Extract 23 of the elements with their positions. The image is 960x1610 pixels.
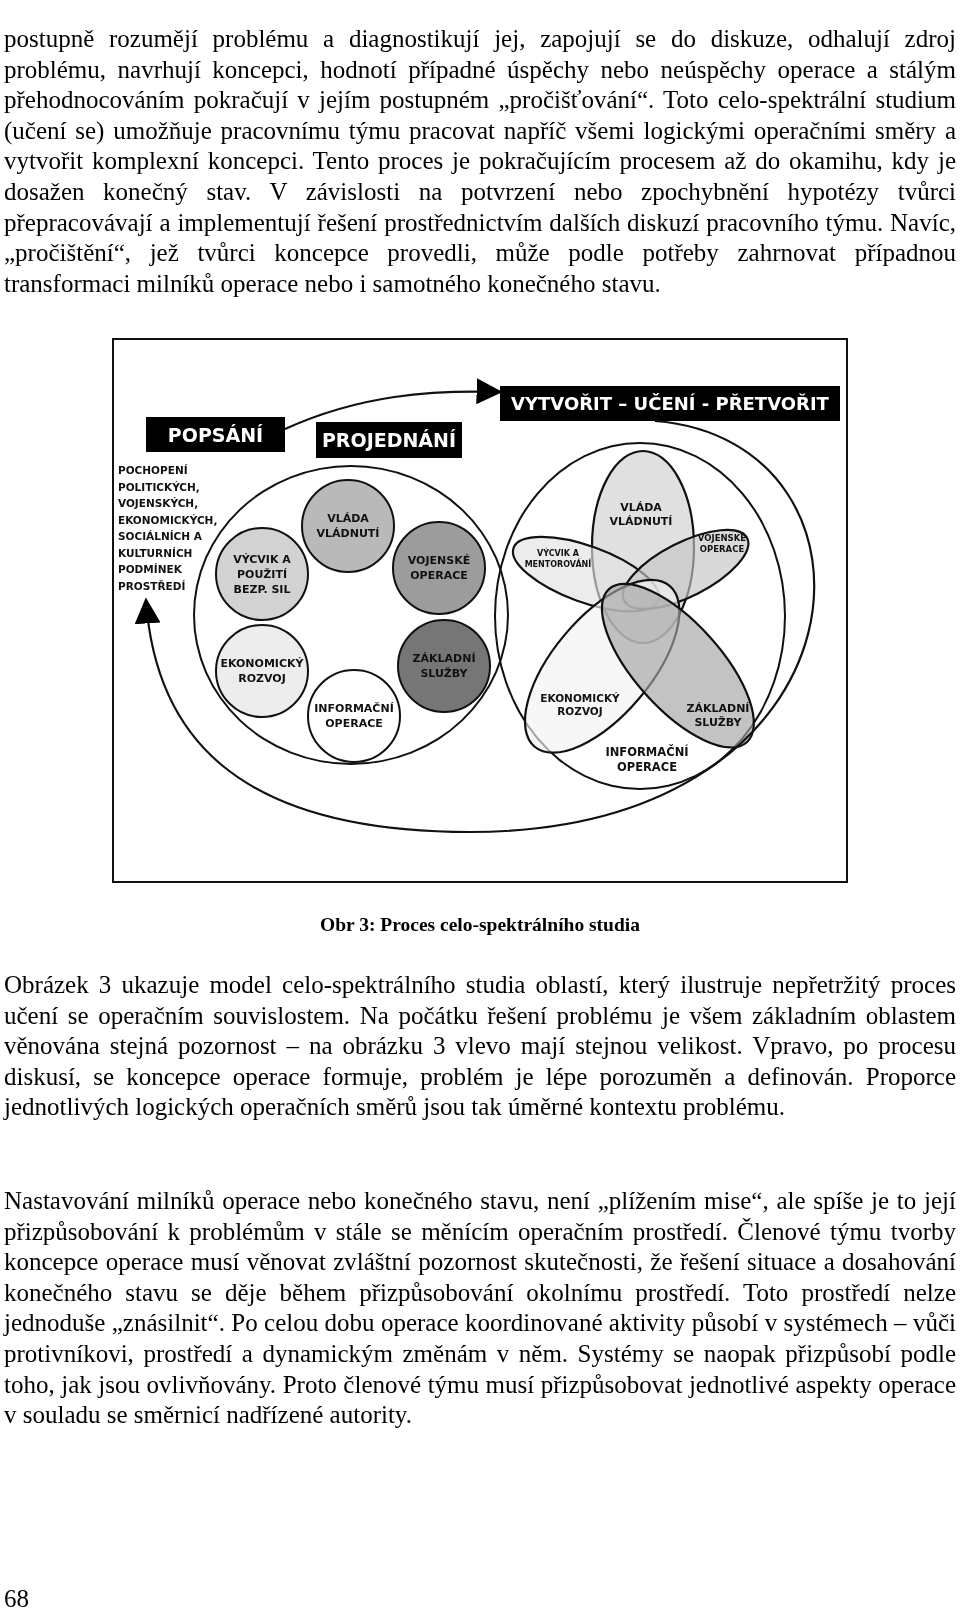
area-circle: ZÁKLADNÍ SLUŽBY <box>397 619 491 713</box>
petal-label: VLÁDA VLÁDNUTÍ <box>609 501 673 529</box>
heading-banner: VYTVOŘIT – UČENÍ - PŘETVOŘIT <box>500 386 840 421</box>
figure-caption: Obr 3: Proces celo-spektrálního studia <box>319 914 641 936</box>
petal-label: EKONOMICKÝ ROZVOJ <box>539 691 621 719</box>
body-paragraph: postupně rozumějí problému a diagnostikují jej, zapojují se do diskuze, odhalují zdroj problému, navrhují koncepci, hodnotí případné úspěchy nebo neúspěchy operace a stálým přehodnocováním pokračují v jejím postupném „pročišťování“. Toto celo-spektrální studium (učení se) umožňuje pracovnímu týmu pracovat napříč všemi logickými operačními směry a vytvořit komplexní koncepci. Tento proces je pokračujícím procesem až do okamihu, kdy je dosažen konečný stav. V závislosti na potvrzení nebo zpochybnění hypotézy tvůrci přepracovávají a implementují řešení prostřednictvím dalších diskuzí pracovního týmu. Navíc, „pročištění“, jež tvůrci koncepce provedli, může podle potřeby zahrnovat případnou transformaci milníků operace nebo i samotného konečného stavu. <box>4 24 956 299</box>
petal-label: VOJENSKÉ OPERACE <box>697 532 747 556</box>
area-circle: EKONOMICKÝ ROZVOJ <box>215 624 309 718</box>
body-paragraph: Obrázek 3 ukazuje model celo-spektrálního studia oblastí, který ilustruje nepřetržitý proces učení se operačním souvislostem. Na počátku řešení problému je všem základním oblastem věnována stejná pozornost – na obrázku 3 vlevo mají stejnou velikost. Vpravo, po procesu diskusí, se koncepce operace formuje, problém je lépe porozuměn a definován. Proporce jednotlivých logických operačních směrů jsou tak úměrné kontextu problému. <box>4 970 956 1123</box>
heading-banner: PROJEDNÁNÍ <box>316 422 462 458</box>
ellipse-label: INFORMAČNÍ OPERACE <box>604 745 690 775</box>
petal-label: VÝCVIK A MENTOROVÁNÍ <box>523 548 593 570</box>
area-circle: VOJENSKÉ OPERACE <box>392 521 486 615</box>
outer-ellipse <box>494 442 786 790</box>
body-paragraph: Nastavování milníků operace nebo konečného stavu, není „plížením mise“, ale spíše je to její přizpůsobování k problémům v stále se měnícím operačním prostředí. Členové týmu tvorby koncepce operace musí věnovat zvláštní pozornost skutečnosti, že řešení situace a dosahování konečného stavu se děje během přizpůsobování okolnímu prostředí. Toto prostředí nelze jednoduše „znásilnit“. Po celou dobu operace koordinované aktivity působí v systémech – vůči protivníkovi, prostředí a dynamickým změnám v něm. Systémy se naopak přizpůsobí podle toho, jak jsou ovlivňovány. Proto členové týmu musí přizpůsobovat jednotlivé aspekty operace v souladu se směrnicí nadřízené autority. <box>4 1186 956 1431</box>
area-circle: INFORMAČNÍ OPERACE <box>307 669 401 763</box>
cycle-arrow <box>284 378 503 430</box>
area-circle: VÝCVIK A POUŽITÍ BEZP. SIL <box>215 527 309 621</box>
page-number: 68 <box>4 1584 30 1610</box>
petal-label: ZÁKLADNÍ SLUŽBY <box>686 702 750 730</box>
heading-banner: POPSÁNÍ <box>146 417 285 452</box>
area-circle: VLÁDA VLÁDNUTÍ <box>301 479 395 573</box>
cycle-arrow <box>135 419 815 834</box>
